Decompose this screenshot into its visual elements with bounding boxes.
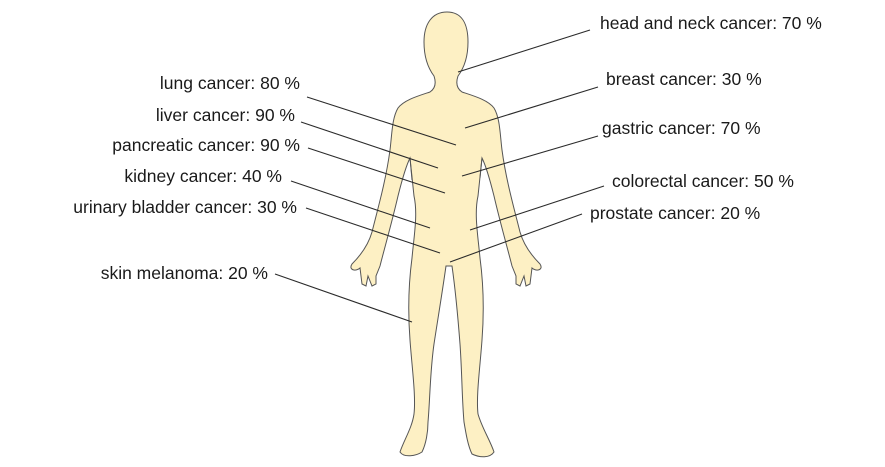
label-gastric-cancer: gastric cancer: 70 % [602, 118, 761, 138]
label-pancreatic-cancer: pancreatic cancer: 90 % [112, 135, 300, 155]
label-prostate-cancer: prostate cancer: 20 % [590, 203, 760, 223]
leader-skin [275, 274, 412, 322]
leader-kidney [291, 181, 430, 228]
label-kidney-cancer: kidney cancer: 40 % [124, 166, 282, 186]
body-silhouette [351, 12, 541, 457]
leader-head-neck [458, 30, 590, 72]
label-lung-cancer: lung cancer: 80 % [160, 73, 300, 93]
label-skin-melanoma: skin melanoma: 20 % [101, 263, 268, 283]
label-colorectal-cancer: colorectal cancer: 50 % [612, 171, 794, 191]
label-liver-cancer: liver cancer: 90 % [156, 105, 295, 125]
label-breast-cancer: breast cancer: 30 % [606, 69, 762, 89]
label-urinary-bladder-cancer: urinary bladder cancer: 30 % [73, 197, 297, 217]
label-head-neck-cancer: head and neck cancer: 70 % [600, 13, 822, 33]
leader-colorectal [470, 186, 604, 230]
